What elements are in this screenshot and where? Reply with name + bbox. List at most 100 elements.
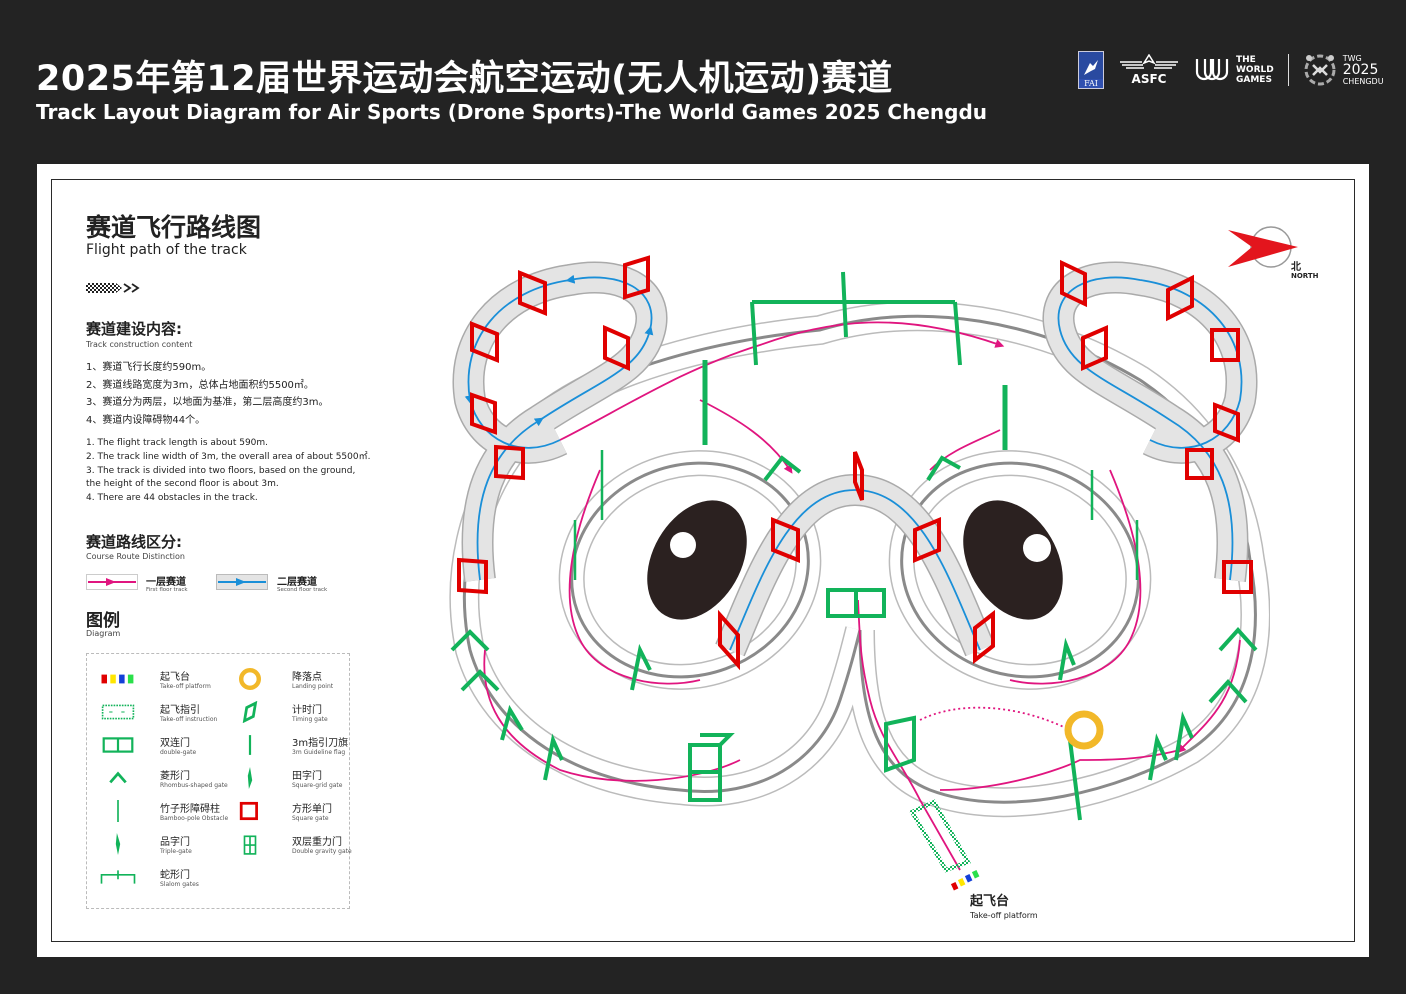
north-arrow-icon	[1228, 230, 1298, 267]
construction-list-cn: 1、赛道飞行长度约590m。 2、赛道线路宽度为3m，总体占地面积约5500㎡。…	[86, 359, 328, 429]
takeoff-instruction-icon	[101, 704, 135, 720]
slalom-gates-icon	[100, 870, 136, 884]
legend-label: 蛇形门	[160, 870, 190, 881]
legend-label-en: Take-off platform	[160, 683, 211, 690]
takeoff-instruction	[909, 799, 971, 873]
route-title: 赛道路线区分:	[86, 533, 182, 551]
construction-item-en: 4. There are 44 obstacles in the track.	[86, 493, 258, 504]
second-floor-track	[452, 261, 1258, 657]
double-gate	[826, 588, 886, 618]
bamboo-pole-icon	[117, 800, 119, 822]
landing-point-icon	[239, 668, 261, 690]
timing-gate-icon	[242, 701, 258, 723]
fai-logo: FAI	[1078, 51, 1104, 89]
left-eye	[647, 500, 747, 620]
timing-gate	[884, 715, 916, 773]
section-title: 赛道飞行路线图	[86, 213, 262, 242]
page-title: 2025年第12届世界运动会航空运动(无人机运动)赛道	[36, 59, 893, 99]
square-gates	[457, 255, 1253, 671]
legend-label-en: Bamboo-pole Obstacle	[160, 815, 229, 822]
asfc-logo: ASFC	[1118, 54, 1180, 86]
legend-label: 计时门	[292, 705, 322, 716]
route-subtitle: Course Route Distinction	[86, 552, 185, 561]
legend-label: 起飞台	[160, 672, 190, 683]
takeoff-platform	[950, 870, 980, 891]
wings-icon	[1120, 54, 1178, 69]
second-floor-label: 二层赛道	[277, 577, 317, 588]
legend-label-en: Double gravity gate	[292, 848, 352, 855]
first-floor-label-en: First floor track	[146, 587, 188, 593]
legend-title: 图例	[86, 611, 120, 631]
square-gate-icon	[239, 801, 258, 821]
construction-subtitle: Track construction content	[86, 340, 193, 349]
world-games-w-icon	[1195, 59, 1229, 81]
legend-label: 3m指引刀旗	[292, 738, 349, 749]
checkered-arrows-icon	[86, 283, 140, 293]
left-eye-logo	[670, 532, 696, 558]
legend-box	[86, 653, 350, 909]
first-floor-path	[483, 321, 1241, 871]
legend-label-en: Slalom gates	[160, 881, 199, 888]
legend-label: 田字门	[292, 771, 322, 782]
legend-label-en: Timing gate	[292, 716, 328, 723]
triple-gate-icon	[115, 833, 121, 855]
construction-item-en: 2. The track line width of 3m, the overa…	[86, 451, 371, 462]
rhombus-gate	[450, 629, 500, 692]
section-subtitle: Flight path of the track	[86, 242, 247, 258]
legend-subtitle: Diagram	[86, 629, 121, 638]
double-gravity-gate-icon	[243, 835, 257, 855]
takeoff-label-cn: 起飞台	[970, 894, 1010, 909]
legend-label: 竹子形障碍柱	[160, 804, 220, 815]
legend-label: 双层重力门	[292, 837, 342, 848]
legend-label: 起飞指引	[160, 705, 200, 716]
construction-item: 3、赛道分为两层，以地面为基准，第二层高度约3m。	[86, 397, 329, 408]
construction-item-en: 1. The flight track length is about 590m…	[86, 438, 269, 448]
square-grid-gate-icon	[247, 767, 253, 789]
first-floor-label: 一层赛道	[146, 577, 186, 588]
second-floor-label-en: Second floor track	[277, 587, 328, 593]
north-compass	[1228, 226, 1298, 268]
eagle-icon	[1084, 60, 1098, 75]
green-gates	[450, 271, 1258, 821]
rhombus-gate-icon	[109, 771, 127, 784]
takeoff-label-en: Take-off platform	[970, 911, 1038, 920]
legend-label: 方形单门	[292, 804, 332, 815]
track-diagram	[449, 255, 1270, 891]
first-floor-swatch	[86, 574, 138, 590]
legend-label-en: Square gate	[292, 815, 329, 822]
construction-item-en: 3. The track is divided into two floors,…	[86, 465, 356, 476]
right-eye	[963, 500, 1063, 620]
panda-emblem-icon	[1304, 54, 1336, 86]
construction-item: 2、赛道线路宽度为3m，总体占地面积约5500㎡。	[86, 379, 314, 391]
right-eye-logo	[1023, 534, 1051, 562]
construction-item: 1、赛道飞行长度约590m。	[86, 362, 212, 373]
construction-item-en: the height of the second floor is about …	[86, 479, 279, 490]
legend-label: 降落点	[292, 672, 322, 683]
legend-label-en: Triple-gate	[160, 848, 192, 855]
construction-title: 赛道建设内容:	[86, 320, 182, 338]
legend-label-en: Square-grid gate	[292, 782, 343, 789]
legend-label: 品字门	[160, 837, 190, 848]
guideline-flag-icon	[248, 735, 252, 755]
construction-list-en: 1. The flight track length is about 590m…	[86, 437, 370, 506]
second-floor-swatch	[216, 574, 268, 590]
legend-label: 双连门	[160, 738, 190, 749]
double-gate-icon	[102, 737, 134, 753]
north-label-en: NORTH	[1291, 272, 1319, 280]
